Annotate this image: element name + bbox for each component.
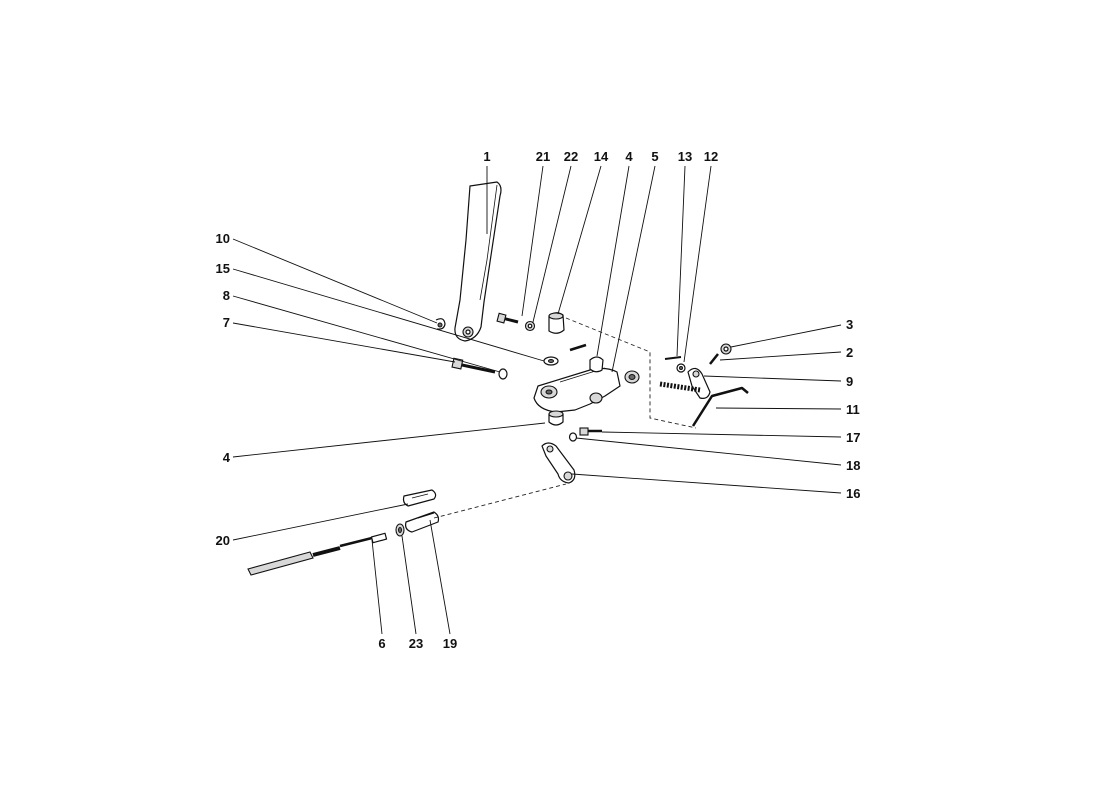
callout-20: 20 [216,533,230,548]
callout-7: 7 [223,315,230,330]
callout-1: 1 [483,149,490,164]
callout-13: 13 [678,149,692,164]
pedal-arm-part [454,181,502,342]
callout-8: 8 [223,288,230,303]
cable-rod-part [247,532,388,576]
callout-12: 12 [704,149,718,164]
callout-4-left: 4 [223,450,231,465]
callout-numbers: 1 21 22 14 4 5 13 12 10 15 8 7 4 20 3 2 … [216,149,861,651]
callout-3: 3 [846,317,853,332]
dashed-connector-top [565,317,697,429]
callout-10: 10 [216,231,230,246]
callout-4-top: 4 [625,149,633,164]
bolt-17-part [568,427,602,442]
callout-16: 16 [846,486,860,501]
pivot-bracket-part [533,356,640,413]
ball-joint-part [548,312,587,352]
callout-21: 21 [536,149,550,164]
callout-11: 11 [846,402,860,417]
callout-2: 2 [846,345,853,360]
callout-6: 6 [378,636,385,651]
leader-lines [232,165,842,635]
lever-16-part [541,442,576,484]
callout-14: 14 [594,149,609,164]
callout-18: 18 [846,458,860,473]
callout-15: 15 [216,261,230,276]
bolt-21-part [496,312,519,324]
callout-17: 17 [846,430,860,445]
long-bolt-part [451,357,508,380]
callout-22: 22 [564,149,578,164]
callout-23: 23 [409,636,423,651]
bushing-lower-part [548,410,564,426]
washer-15-part [543,356,559,366]
nut-22-part [524,320,536,332]
dashed-connector-bottom [433,483,567,519]
clevis-20-part [402,489,437,507]
callout-19: 19 [443,636,457,651]
right-hardware-part [659,343,749,427]
clevis-19-part [395,511,440,537]
clip-part [435,318,446,330]
callout-9: 9 [846,374,853,389]
callout-5: 5 [651,149,658,164]
